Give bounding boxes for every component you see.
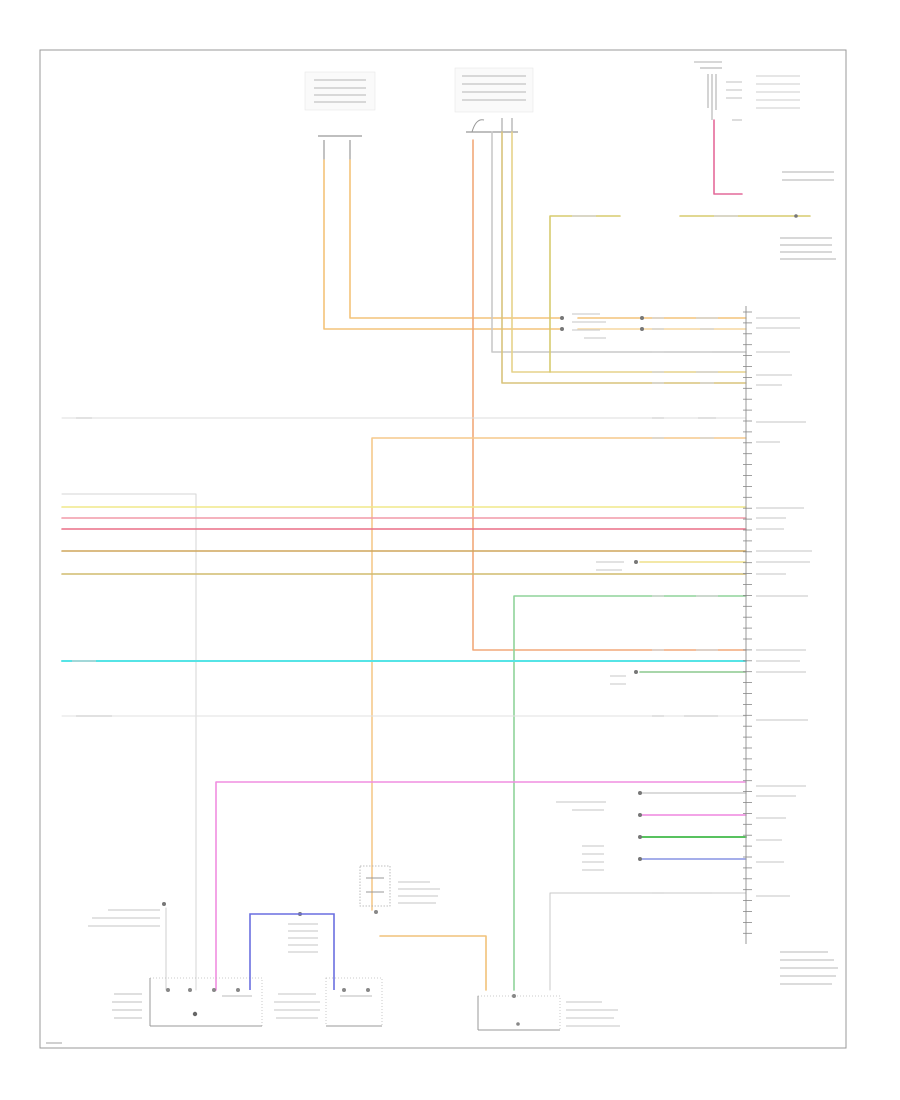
diagram-frame <box>39 49 847 1049</box>
wire-orange-left-b <box>349 159 561 319</box>
bottom-center-sensor <box>249 913 383 1027</box>
bottom-left-sensor <box>88 909 263 1027</box>
wire-grey-fuel-tank <box>549 892 747 991</box>
splice-labels <box>556 313 626 871</box>
wire-grey-center <box>491 131 747 353</box>
wire-orange-left-a <box>323 159 561 330</box>
right-module-label <box>780 237 836 260</box>
wire-red-cluster <box>713 119 743 195</box>
wire-magenta-fuel-level <box>215 781 747 991</box>
wire-olive-center-b <box>511 131 747 373</box>
instrument-cluster-label <box>782 171 834 181</box>
wire-grey-left <box>61 493 197 991</box>
wire-network <box>61 119 811 991</box>
wire-orange-vertical <box>371 437 747 911</box>
ecm-signal-labels <box>756 317 812 897</box>
wire-color-tags <box>72 215 738 894</box>
inline-connectors <box>162 214 798 916</box>
wire-orange-bottom <box>379 935 487 991</box>
ecm-pin-ticks <box>743 311 752 934</box>
fuel-tank-sensor <box>477 994 620 1031</box>
bottom-center-relay <box>359 865 440 914</box>
wire-green-fuel-tank <box>513 595 747 991</box>
wire-olive-center-a <box>501 131 747 384</box>
top-center-sensor-block <box>454 67 534 133</box>
wire-olive-top <box>549 215 621 373</box>
ecm-title-label <box>780 951 838 985</box>
top-right-switch-block <box>694 61 800 121</box>
top-left-sensor-block <box>304 71 376 160</box>
